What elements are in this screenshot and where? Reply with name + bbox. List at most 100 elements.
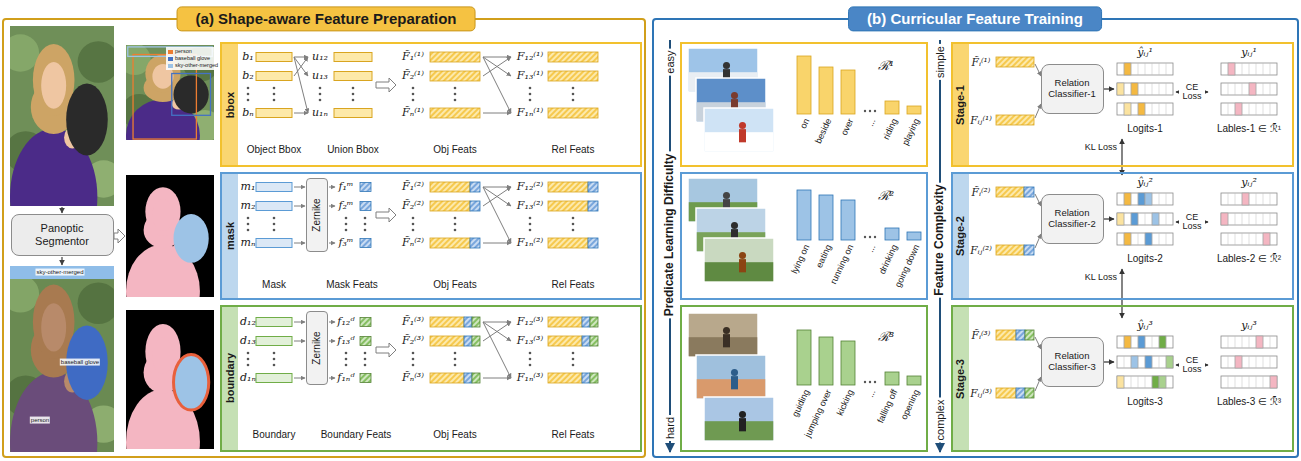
table-row	[1117, 193, 1173, 205]
cell-divider	[1152, 103, 1153, 115]
feature-bar	[430, 71, 480, 81]
cell-divider	[1131, 83, 1132, 95]
photo-thumbnail	[696, 355, 766, 399]
feature-bar	[590, 317, 598, 327]
ellipsis-dot	[864, 236, 866, 238]
glove-shape	[174, 354, 209, 410]
ellipsis-dot	[364, 358, 367, 361]
cell-divider	[1228, 336, 1229, 348]
feature-bar	[582, 317, 590, 327]
cell-divider	[1263, 233, 1264, 245]
table-cell	[1166, 356, 1173, 368]
text-label: F₁ₙ⁽²⁾	[517, 237, 543, 250]
table-row	[1117, 356, 1173, 368]
cell-divider	[1256, 213, 1257, 225]
cell-divider	[1263, 336, 1264, 348]
ellipsis-dot	[273, 93, 276, 96]
ellipsis-dot	[352, 93, 355, 96]
cell-divider	[1138, 356, 1139, 368]
logits-table: ŷᵢⱼ¹Logits-1	[1114, 45, 1176, 139]
text-label: simple	[934, 44, 947, 80]
classifier-box: Relation Classifier-2	[1041, 194, 1104, 244]
arrow-line	[483, 187, 511, 243]
arrow-line	[329, 187, 335, 188]
ellipsis-dot	[529, 99, 532, 102]
panel: Panoptic SegmentorbboxZernikemaskZernike…	[2, 18, 646, 458]
text-label: riding	[881, 117, 900, 141]
text-label: Predicate Learning Difficulty	[663, 152, 677, 319]
feature-bar	[996, 330, 1016, 340]
ellipsis-dot	[874, 381, 876, 383]
table-cell	[1145, 233, 1152, 245]
table-row	[1117, 83, 1173, 95]
ellipsis-dot	[412, 229, 415, 232]
photo-figure	[731, 369, 738, 376]
table-row	[1221, 83, 1277, 95]
photo-figure	[731, 92, 738, 99]
cell-divider	[1145, 213, 1146, 225]
frequency-bar	[797, 56, 811, 114]
ellipsis-dot	[572, 93, 575, 96]
cell-divider	[1242, 193, 1243, 205]
frequency-bar	[841, 200, 855, 240]
cell-divider	[1152, 356, 1153, 368]
text-label: mₙ	[241, 237, 256, 250]
cell-divider	[1270, 233, 1271, 245]
arrow-line	[294, 206, 305, 207]
node-text: Relation Classifier-2	[1046, 208, 1099, 230]
text-label: Union Bbox	[327, 144, 379, 156]
cell-divider	[1235, 376, 1236, 388]
ellipsis-dot	[247, 223, 250, 226]
shape-feature	[360, 374, 371, 383]
text-label: F̃ₙ⁽²⁾	[402, 237, 424, 250]
text-label: Object Bbox	[247, 144, 301, 156]
person-face	[41, 303, 66, 351]
ellipsis-dot	[572, 358, 575, 361]
ellipsis-dot	[864, 110, 866, 112]
text-label: F₁₃⁽²⁾	[517, 200, 543, 213]
table-cell	[1117, 213, 1124, 225]
edge-label: KL Loss	[1084, 273, 1118, 282]
photo	[10, 26, 114, 206]
text-label: Boundary	[253, 429, 296, 441]
ellipsis-dot	[529, 358, 532, 361]
hollow-arrow	[114, 229, 125, 243]
cell-divider	[1263, 213, 1264, 225]
ellipsis-dot	[454, 99, 457, 102]
ellipsis-dot	[345, 217, 348, 220]
logits-table: ŷᵢⱼ²Logits-2	[1114, 175, 1176, 269]
text-label: F₁₂⁽¹⁾	[517, 51, 543, 64]
cell-divider	[1228, 356, 1229, 368]
cell-divider	[1166, 193, 1167, 205]
node-text: Lables-3 ∈ ℛ̄³	[1217, 396, 1281, 408]
text-label: Fᵢⱼ⁽³⁾	[970, 387, 992, 399]
ellipsis-dot	[454, 358, 457, 361]
arrow-line	[61, 207, 62, 213]
cell-divider	[1256, 356, 1257, 368]
frequency-bar	[841, 70, 855, 114]
logits-table: ŷᵢⱼ³Logits-3	[1114, 318, 1176, 412]
arrow-line	[329, 378, 335, 379]
hollow-arrow	[376, 78, 396, 92]
feature-bar	[582, 373, 590, 383]
arrow-line	[329, 243, 335, 244]
text-label: F̃ᵢ⁽³⁾	[972, 329, 991, 341]
feature-bar	[548, 71, 598, 81]
ellipsis-dot	[529, 352, 532, 355]
node-text: ŷᵢⱼ³	[1137, 320, 1153, 333]
input-bar	[256, 318, 292, 327]
ellipsis-dot	[247, 99, 250, 102]
cell-divider	[1145, 356, 1146, 368]
cell-divider	[1263, 63, 1264, 75]
legend-swatch	[168, 64, 173, 68]
cell-divider	[1249, 83, 1250, 95]
ellipsis-dot	[273, 364, 276, 367]
cell-divider	[1242, 63, 1243, 75]
cell-divider	[1249, 193, 1250, 205]
cell-divider	[1256, 376, 1257, 388]
cell-divider	[1159, 103, 1160, 115]
cell-divider	[1235, 103, 1236, 115]
feature-bar	[1024, 245, 1034, 255]
legend-row: sky-other-merged	[168, 62, 218, 69]
table-row	[1117, 213, 1173, 225]
